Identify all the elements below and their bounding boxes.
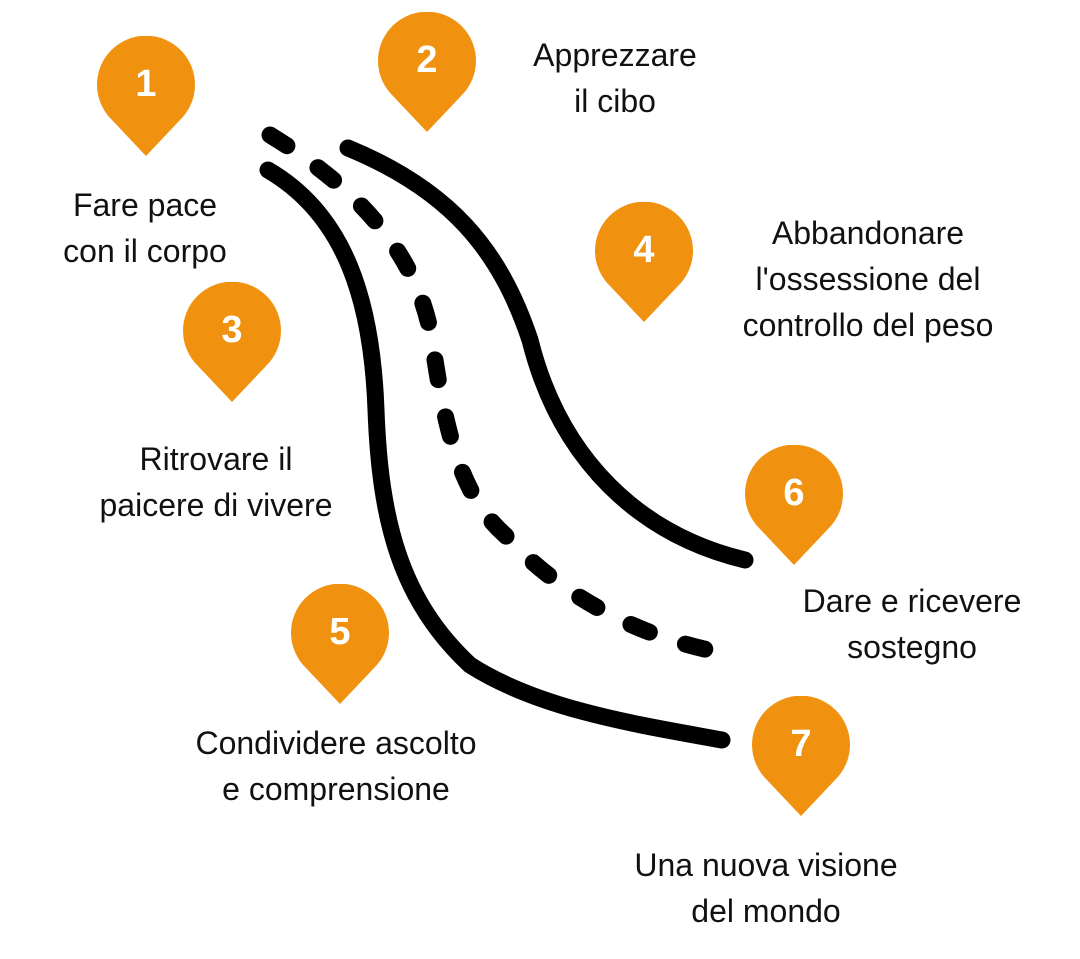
step-1-label: Fare pace con il corpo <box>10 182 280 274</box>
step-7-pin-icon: 7 <box>751 696 851 820</box>
step-5-label: Condividere ascolto e comprensione <box>136 720 536 812</box>
step-3-label: Ritrovare il paicere di vivere <box>56 436 376 528</box>
step-4-pin-icon: 4 <box>594 202 694 326</box>
step-2-pin-icon: 2 <box>377 12 477 136</box>
step-3-number: 3 <box>182 308 282 352</box>
step-4-label: Abbandonare l'ossessione del controllo d… <box>698 210 1038 348</box>
step-2-number: 2 <box>377 38 477 82</box>
step-7-label: Una nuova visione del mondo <box>586 842 946 934</box>
step-5-number: 5 <box>290 610 390 654</box>
step-3-pin-icon: 3 <box>182 282 282 406</box>
step-1-pin-icon: 1 <box>96 36 196 160</box>
step-7-number: 7 <box>751 722 851 766</box>
step-6-label: Dare e ricevere sostegno <box>762 578 1062 670</box>
step-4-number: 4 <box>594 228 694 272</box>
step-6-number: 6 <box>744 471 844 515</box>
step-2-label: Apprezzare il cibo <box>480 32 750 124</box>
step-5-pin-icon: 5 <box>290 584 390 708</box>
step-6-pin-icon: 6 <box>744 445 844 569</box>
step-1-number: 1 <box>96 62 196 106</box>
